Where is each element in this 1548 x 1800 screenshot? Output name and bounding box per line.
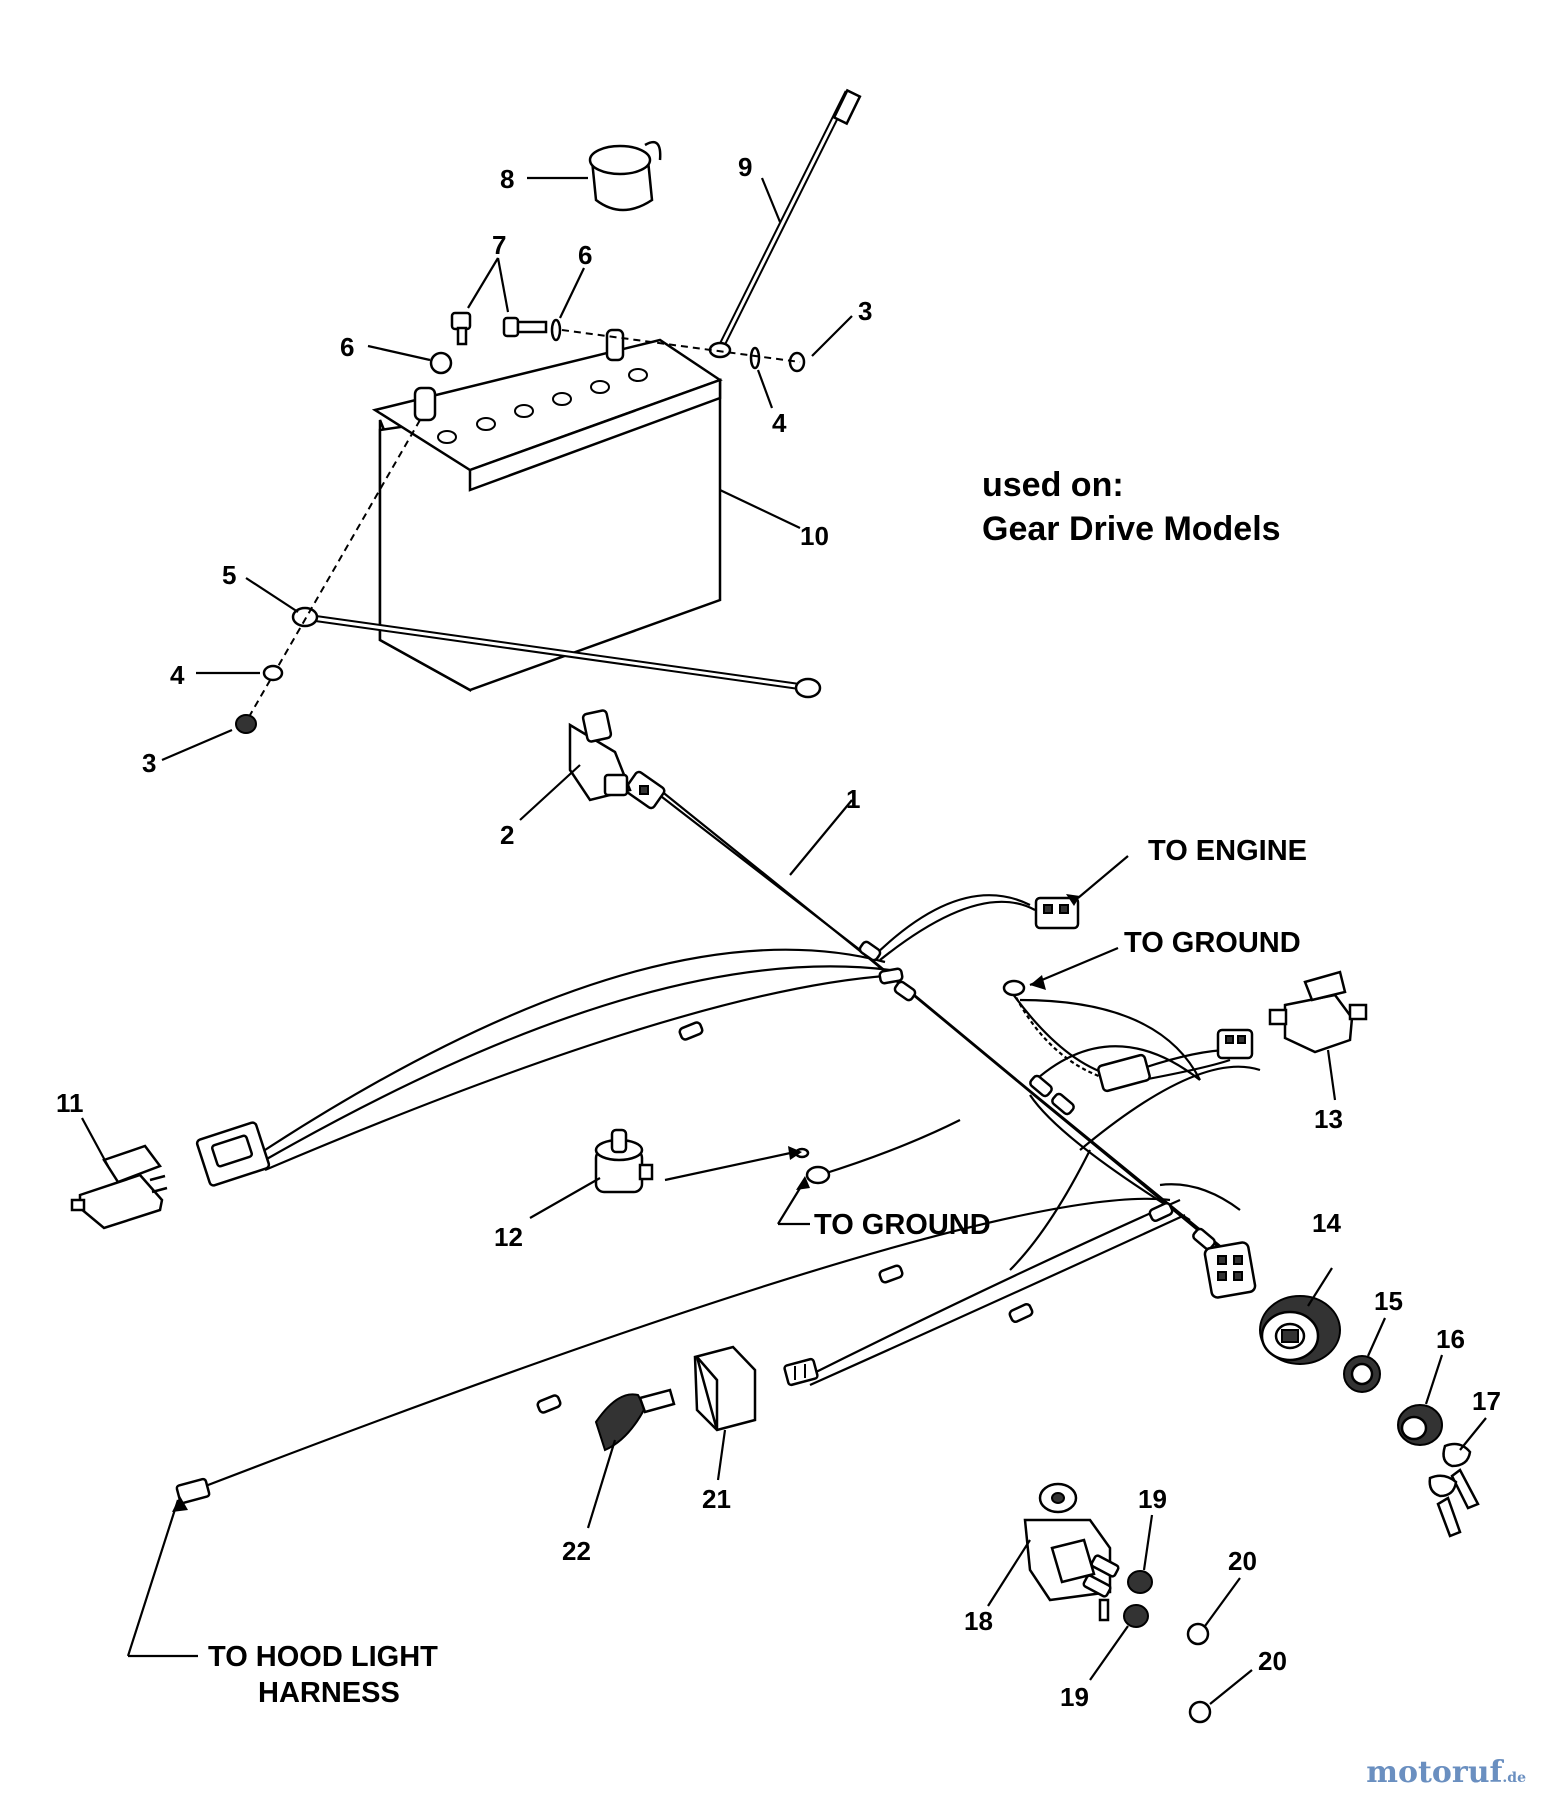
watermark: motoruf.de — [1366, 1755, 1526, 1790]
watermark-suffix: .de — [1502, 1770, 1526, 1786]
callout-6-top: 6 — [578, 240, 592, 270]
callout-4-bottom: 4 — [170, 660, 185, 690]
callout-numbers: 8 9 7 6 6 3 4 10 5 4 3 2 1 11 12 13 14 1… — [56, 152, 1501, 1712]
callout-10: 10 — [800, 521, 829, 551]
callout-19-bottom: 19 — [1060, 1682, 1089, 1712]
leader-lines — [81, 176, 1487, 1705]
engine-connector — [1034, 896, 1080, 930]
callout-2: 2 — [500, 820, 514, 850]
seat-switch — [70, 1144, 168, 1230]
callout-20-top: 20 — [1228, 1546, 1257, 1576]
washer-6-left — [429, 351, 453, 375]
nut-19-bottom — [1123, 1604, 1149, 1628]
callout-22: 22 — [562, 1536, 591, 1566]
bezel-16 — [1397, 1404, 1443, 1446]
battery-vent-caps — [437, 368, 648, 444]
callout-20-bottom: 20 — [1258, 1646, 1287, 1676]
lock-washer-4-top — [749, 346, 761, 370]
nut-3-bottom — [235, 714, 257, 734]
keys-17 — [1428, 1442, 1480, 1538]
battery-terminal-negative — [413, 386, 437, 422]
callout-3-top: 3 — [858, 296, 872, 326]
terminal-cover — [588, 140, 662, 212]
callout-3-bottom: 3 — [142, 748, 156, 778]
callout-21: 21 — [702, 1484, 731, 1514]
nut-3-top — [788, 351, 806, 373]
label-to-hood-line-2: HARNESS — [258, 1677, 400, 1709]
destination-labels: TO ENGINE TO GROUND TO GROUND TO HOOD LI… — [208, 835, 1307, 1709]
callout-8: 8 — [500, 164, 514, 194]
battery-terminal-positive — [605, 328, 625, 362]
key-22 — [594, 1388, 676, 1452]
label-to-ground-upper: TO GROUND — [1124, 927, 1301, 959]
inline-diode — [1097, 1053, 1151, 1093]
callout-18: 18 — [964, 1606, 993, 1636]
screw-20-bottom — [1188, 1700, 1212, 1724]
arrowheads — [172, 894, 1080, 1512]
callout-6-left: 6 — [340, 332, 354, 362]
callout-1: 1 — [846, 784, 860, 814]
label-to-hood-line-1: TO HOOD LIGHT — [208, 1641, 438, 1673]
ignition-switch — [1259, 1295, 1341, 1365]
callout-7: 7 — [492, 230, 506, 260]
label-to-engine: TO ENGINE — [1148, 835, 1307, 867]
battery — [371, 328, 723, 692]
callout-19-top: 19 — [1138, 1484, 1167, 1514]
negative-cable — [291, 606, 822, 699]
callout-15: 15 — [1374, 1286, 1403, 1316]
ignition-connector — [1203, 1241, 1257, 1299]
lock-washer-4-bottom — [262, 664, 284, 682]
ground-ring-lower — [794, 1147, 831, 1185]
module-21 — [693, 1345, 757, 1432]
brake-switch — [1268, 970, 1368, 1054]
callout-17: 17 — [1472, 1386, 1501, 1416]
connector-plug-top — [624, 770, 666, 810]
callout-16: 16 — [1436, 1324, 1465, 1354]
usage-note: used on: Gear Drive Models — [982, 466, 1281, 548]
callout-11: 11 — [56, 1088, 84, 1118]
washer-6-top — [550, 318, 562, 342]
nut-15 — [1343, 1355, 1381, 1393]
label-to-ground-lower: TO GROUND — [814, 1209, 991, 1241]
watermark-name: motoruf — [1366, 1755, 1503, 1790]
bolt-7b — [502, 316, 548, 338]
note-line-2: Gear Drive Models — [982, 510, 1281, 548]
positive-cable — [708, 88, 862, 359]
callout-14: 14 — [1312, 1208, 1341, 1238]
connector-13-mate — [1216, 1028, 1254, 1060]
pto-switch — [568, 709, 632, 802]
callout-5: 5 — [222, 560, 236, 590]
note-line-1: used on: — [982, 466, 1124, 504]
relay-connector — [783, 1357, 819, 1387]
starter-solenoid — [1023, 1482, 1120, 1622]
callout-13: 13 — [1314, 1104, 1343, 1134]
seat-switch-connector — [195, 1121, 271, 1187]
callout-4-top: 4 — [772, 408, 787, 438]
callout-12: 12 — [494, 1222, 523, 1252]
bolt-7a — [450, 311, 472, 346]
ground-ring-upper — [1002, 979, 1026, 997]
callout-9: 9 — [738, 152, 752, 182]
solenoid-12 — [594, 1128, 654, 1194]
nut-19-top — [1127, 1570, 1153, 1594]
screw-20-top — [1186, 1622, 1210, 1646]
hood-light-connector — [175, 1477, 211, 1505]
